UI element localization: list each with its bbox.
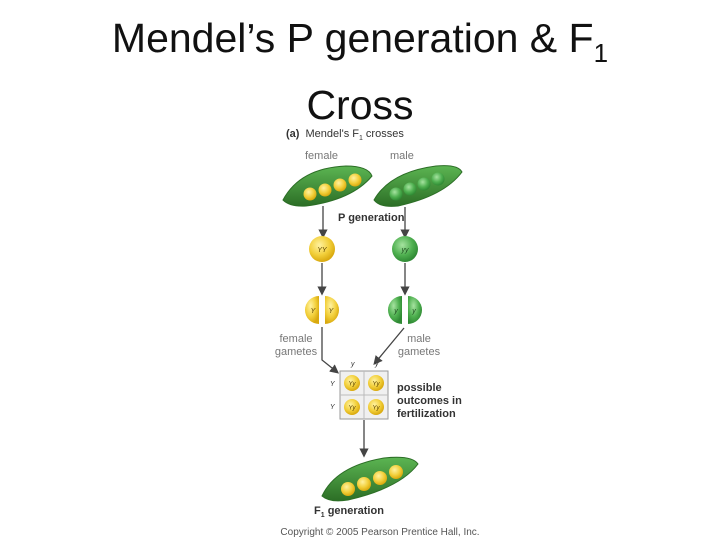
f1-pea-pod (322, 457, 418, 501)
female-pea-pod (283, 166, 372, 206)
outcomes-label-line2: outcomes in (397, 395, 462, 407)
male-gametes-label-line1: male (407, 333, 431, 345)
allele-label: Yy (372, 382, 380, 388)
female-gamete-pea-split: Y Y (305, 296, 339, 324)
heading-end: crosses (363, 128, 404, 140)
punnett-cell-Yy: Yy (368, 375, 384, 391)
allele-label: Yy (348, 382, 356, 388)
punnett-row-header: Y (330, 381, 336, 388)
male-gamete-pea-split: y y (388, 296, 422, 324)
green-pea (390, 188, 403, 201)
copyright-text: Copyright © 2005 Pearson Prentice Hall, … (280, 527, 479, 538)
yellow-pea (349, 174, 362, 187)
p-green-pea-yy: yy (392, 236, 418, 262)
figure-heading: (a) Mendel's F1 crosses (286, 128, 404, 142)
yellow-pea (389, 465, 403, 479)
green-pea (418, 178, 431, 191)
punnett-col-header: y (350, 361, 355, 368)
yellow-pea (319, 184, 332, 197)
male-pea-pod (374, 166, 462, 207)
outcomes-label-line3: fertilization (397, 408, 456, 420)
allele-label: YY (317, 247, 328, 254)
allele-label: y (393, 308, 398, 315)
p-yellow-pea-YY: YY (309, 236, 335, 262)
heading-main: Mendel's F (306, 128, 360, 140)
punnett-cell-Yy: Yy (344, 399, 360, 415)
allele-label: yy (401, 247, 410, 254)
f1-label-end: generation (325, 505, 385, 517)
yellow-pea (357, 477, 371, 491)
yellow-pea (334, 179, 347, 192)
panel-label: (a) (286, 128, 300, 140)
outcomes-label-line1: possible (397, 382, 442, 394)
female-label: female (305, 150, 338, 162)
yellow-pea (373, 471, 387, 485)
punnett-row-header: Y (330, 404, 336, 411)
female-gametes-label-line2: gametes (275, 346, 318, 358)
male-label: male (390, 150, 414, 162)
allele-label: y (411, 308, 416, 315)
punnett-square: Yy Yy Yy Yy (340, 371, 388, 419)
yellow-pea (304, 188, 317, 201)
green-pea (404, 183, 417, 196)
allele-label: Yy (372, 406, 380, 412)
punnett-col-header: y (374, 361, 379, 368)
f1-generation-label: F1 generation (314, 505, 384, 519)
male-gametes-label-line2: gametes (398, 346, 441, 358)
yellow-pea (341, 482, 355, 496)
punnett-cell-Yy: Yy (368, 399, 384, 415)
female-gametes-label-line1: female (279, 333, 312, 345)
allele-label: Yy (348, 406, 356, 412)
green-pea (432, 173, 445, 186)
punnett-cell-Yy: Yy (344, 375, 360, 391)
p-generation-label: P generation (338, 212, 405, 224)
arrow-female-to-square (322, 327, 337, 372)
